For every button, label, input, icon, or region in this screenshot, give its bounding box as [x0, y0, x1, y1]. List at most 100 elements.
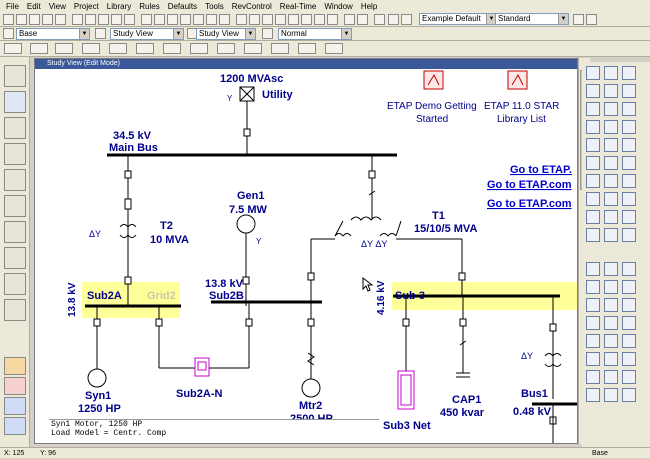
- save-icon[interactable]: [29, 14, 40, 25]
- pencil-icon[interactable]: [30, 43, 48, 54]
- print-preview-icon[interactable]: [55, 14, 66, 25]
- short-circuit-icon[interactable]: [82, 43, 100, 54]
- chart-icon[interactable]: [262, 14, 273, 25]
- composite-icon[interactable]: [622, 174, 636, 188]
- utility-icon[interactable]: [586, 102, 600, 116]
- breaker-icon[interactable]: [245, 318, 253, 327]
- zoom-out-icon[interactable]: [167, 14, 178, 25]
- dc-element-icon[interactable]: [586, 352, 600, 366]
- open-icon[interactable]: [16, 14, 27, 25]
- arc-flash-icon[interactable]: [325, 43, 343, 54]
- undo-icon[interactable]: [111, 14, 122, 25]
- pointer-icon[interactable]: [4, 65, 26, 87]
- study-view-select-2[interactable]: Study View▼: [196, 28, 256, 40]
- switch-icon[interactable]: [622, 138, 636, 152]
- bar-chart-icon[interactable]: [4, 169, 26, 191]
- induction-motor-mtr2-symbol[interactable]: [301, 378, 321, 398]
- synchronous-motor-syn1-symbol[interactable]: [87, 368, 107, 388]
- chevron-down-icon[interactable]: ▼: [79, 29, 89, 39]
- ground-icon[interactable]: [604, 174, 618, 188]
- compass-icon[interactable]: [4, 195, 26, 217]
- grid-icon[interactable]: [193, 14, 204, 25]
- settings-icon[interactable]: [401, 14, 412, 25]
- lock-icon[interactable]: [388, 14, 399, 25]
- cable-icon[interactable]: [586, 84, 600, 98]
- network-icon[interactable]: [4, 91, 26, 113]
- tool-icon[interactable]: [573, 14, 584, 25]
- dc-bus-icon[interactable]: [604, 262, 618, 276]
- theme-icon[interactable]: [219, 14, 230, 25]
- goto-etap-link-2[interactable]: Go to ETAP.com: [487, 179, 572, 191]
- reliability-icon[interactable]: [217, 43, 235, 54]
- copy-icon[interactable]: [85, 14, 96, 25]
- dc-load-icon[interactable]: [586, 316, 600, 330]
- revision-icon[interactable]: [95, 28, 106, 39]
- menu-library[interactable]: Library: [106, 1, 132, 11]
- redo-icon[interactable]: [124, 14, 135, 25]
- one-line-diagram-window[interactable]: Study View (Edit Mode): [34, 58, 578, 444]
- dc-element-icon[interactable]: [604, 388, 618, 402]
- transient-icon[interactable]: [163, 43, 181, 54]
- goto-etap-link-1[interactable]: Go to ETAP.: [510, 164, 572, 176]
- transformer-t1-symbol[interactable]: [350, 216, 382, 221]
- breaker-icon[interactable]: [307, 272, 315, 281]
- inverter-icon[interactable]: [604, 298, 618, 312]
- layers-icon[interactable]: [4, 247, 26, 269]
- panel-icon[interactable]: [4, 143, 26, 165]
- switch-icon[interactable]: [368, 190, 376, 196]
- chevron-down-icon[interactable]: ▼: [341, 29, 351, 39]
- dc-cable-icon[interactable]: [622, 262, 636, 276]
- dc-element-icon[interactable]: [586, 370, 600, 384]
- transformer-t2-symbol[interactable]: [119, 224, 137, 228]
- ups-icon[interactable]: [604, 210, 618, 224]
- harmonic-icon[interactable]: [136, 43, 154, 54]
- motor-icon[interactable]: [586, 192, 600, 206]
- etap-star-link-line1[interactable]: ETAP 11.0 STAR: [484, 101, 559, 112]
- find-icon[interactable]: [344, 14, 355, 25]
- standard-select[interactable]: Standard▼: [495, 13, 569, 25]
- impedance-icon[interactable]: [604, 84, 618, 98]
- motor-icon[interactable]: [604, 192, 618, 206]
- etap-demo-link-line1[interactable]: ETAP Demo Getting: [387, 101, 477, 112]
- filter-icon[interactable]: [622, 120, 636, 134]
- breaker-icon[interactable]: [307, 318, 315, 327]
- shapes-blue-icon[interactable]: [4, 397, 26, 415]
- paste-icon[interactable]: [98, 14, 109, 25]
- dc-composite-icon[interactable]: [604, 334, 618, 348]
- menu-realtime[interactable]: Real-Time: [279, 1, 317, 11]
- breaker-icon[interactable]: [586, 138, 600, 152]
- menu-view[interactable]: View: [48, 1, 66, 11]
- dc-icon[interactable]: [298, 43, 316, 54]
- relay-icon[interactable]: [586, 156, 600, 170]
- library-icon[interactable]: [301, 14, 312, 25]
- breaker-icon[interactable]: [242, 276, 250, 285]
- mode-icon[interactable]: [262, 28, 273, 39]
- etap-star-link-line2[interactable]: Library List: [497, 114, 546, 125]
- motor-icon[interactable]: [622, 102, 636, 116]
- menu-defaults[interactable]: Defaults: [167, 1, 198, 11]
- dc-element-icon[interactable]: [586, 388, 600, 402]
- breaker-icon[interactable]: [549, 323, 557, 332]
- breaker-icon[interactable]: [124, 170, 132, 179]
- chevron-down-icon[interactable]: ▼: [486, 14, 496, 24]
- shapes-blue-icon[interactable]: [4, 417, 26, 435]
- vfd-icon[interactable]: [622, 210, 636, 224]
- menu-tools[interactable]: Tools: [205, 1, 224, 11]
- tool-icon[interactable]: [586, 14, 597, 25]
- cut-icon[interactable]: [72, 14, 83, 25]
- panel-icon[interactable]: [586, 210, 600, 224]
- pt-icon[interactable]: [622, 156, 636, 170]
- dc-element-icon[interactable]: [604, 370, 618, 384]
- zoom-fit-icon[interactable]: [180, 14, 191, 25]
- study-view-select-1[interactable]: Study View▼: [110, 28, 184, 40]
- chevron-down-icon[interactable]: ▼: [173, 29, 183, 39]
- dc-motor-icon[interactable]: [604, 316, 618, 330]
- ct-icon[interactable]: [604, 156, 618, 170]
- protection-icon[interactable]: [190, 43, 208, 54]
- load-flow-icon[interactable]: [55, 43, 73, 54]
- dc-element-icon[interactable]: [622, 370, 636, 384]
- binoculars-icon[interactable]: [357, 14, 368, 25]
- breaker-icon[interactable]: [93, 318, 101, 327]
- dc-switch-icon[interactable]: [622, 280, 636, 294]
- report-icon[interactable]: [275, 14, 286, 25]
